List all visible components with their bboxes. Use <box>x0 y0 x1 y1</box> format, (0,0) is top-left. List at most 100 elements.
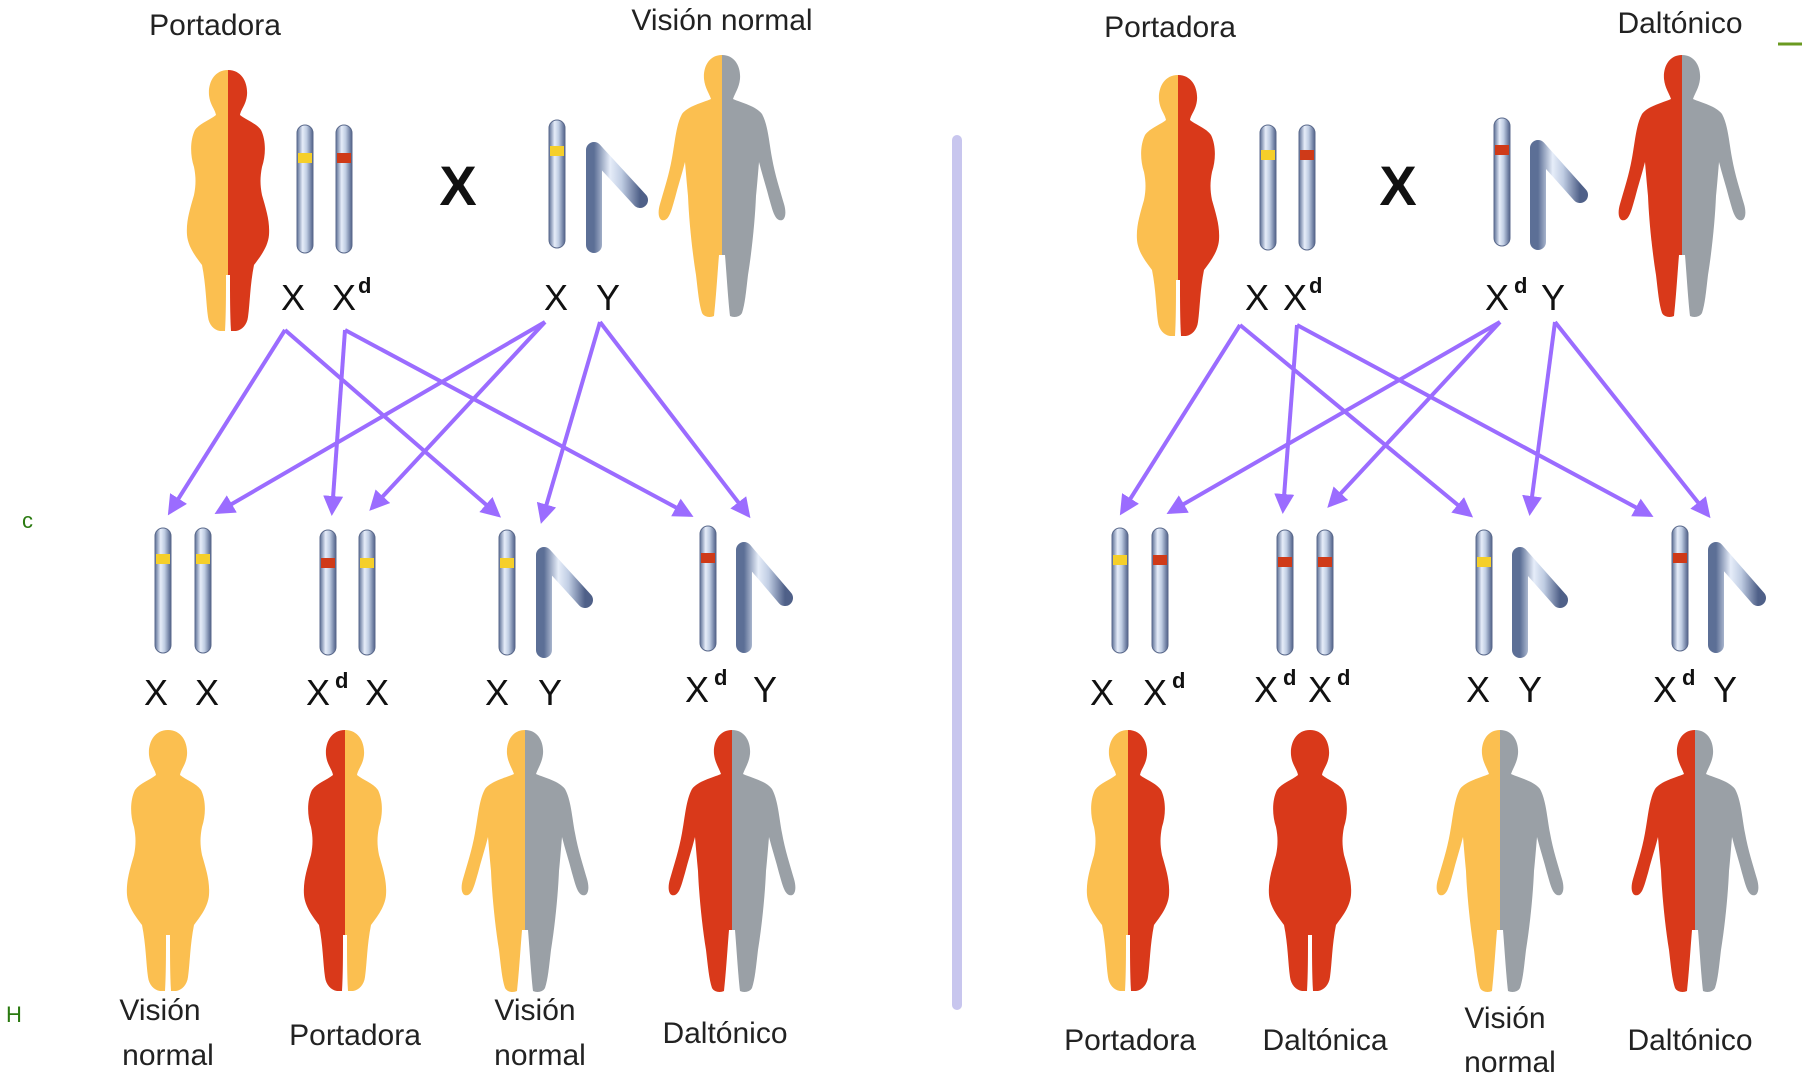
offspring-figure <box>461 730 589 992</box>
chromosome-x <box>1276 529 1294 656</box>
allele-normal-band <box>1261 150 1275 160</box>
genotype-letter: X <box>1466 669 1490 710</box>
genotype-superscript: d <box>1283 665 1296 690</box>
left-father-figure <box>658 55 786 317</box>
allele-mutant-band <box>701 553 715 563</box>
chromosome-y <box>536 547 593 658</box>
genotype-letter: X <box>1485 277 1509 318</box>
chromosome-x <box>1151 527 1169 654</box>
right-mother-genotype: X X d <box>1245 273 1322 318</box>
allele-normal-band <box>196 554 210 564</box>
left-offspring-3: X Y Visión normal <box>461 529 593 1072</box>
chromosome-y <box>586 142 648 253</box>
genotype-superscript: d <box>1337 665 1350 690</box>
allele-mutant-band <box>1300 150 1314 160</box>
chromosome-x <box>1475 529 1493 656</box>
arrow <box>1327 320 1502 508</box>
genotype-letter: Y <box>1541 277 1565 318</box>
chromosome-x <box>498 529 516 656</box>
chromosome-x <box>1493 117 1511 247</box>
offspring-figure <box>1086 730 1170 991</box>
offspring-label: normal <box>122 1039 214 1072</box>
offspring-figure <box>126 730 210 991</box>
arrow <box>369 320 547 511</box>
chromosome-x <box>1259 124 1277 251</box>
genotype-superscript: d <box>1514 273 1527 298</box>
left-mother-label: Portadora <box>149 9 281 42</box>
arrow <box>536 321 602 524</box>
right-mother-label: Portadora <box>1104 11 1236 44</box>
arrow <box>167 328 287 516</box>
edge-fragment-bottom: H <box>6 1002 22 1027</box>
offspring-figure <box>668 730 796 992</box>
genotype-letter: X <box>306 672 330 713</box>
allele-normal-band <box>298 153 312 163</box>
arrow <box>1238 323 1474 518</box>
left-cross-symbol: X <box>439 154 476 217</box>
allele-normal-band <box>1477 557 1491 567</box>
left-father-chromosomes <box>548 119 648 253</box>
allele-normal-band <box>500 558 514 568</box>
offspring-label: Visión <box>119 994 200 1027</box>
right-mother-chromosomes <box>1259 124 1316 251</box>
genotype-letter: X <box>195 672 219 713</box>
allele-normal-band <box>1113 555 1127 565</box>
offspring-figure <box>1268 730 1352 991</box>
chromosome-x <box>1671 525 1689 652</box>
offspring-label: normal <box>494 1039 586 1072</box>
arrow <box>1522 321 1557 516</box>
offspring-label: Daltónico <box>662 1017 787 1050</box>
right-panel: Portadora X X d X X d Y Daltónico <box>1064 7 1766 1079</box>
allele-mutant-band <box>1673 553 1687 563</box>
arrow <box>1553 320 1711 519</box>
offspring-label: normal <box>1464 1046 1556 1079</box>
allele-mutant-band <box>1153 555 1167 565</box>
offspring-label: Visión <box>1464 1002 1545 1035</box>
left-panel: Portadora X X d X X Y Visión normal <box>119 4 812 1072</box>
arrow <box>1119 323 1242 516</box>
chromosome-x <box>358 529 376 656</box>
left-mother-genotype: X X d <box>281 273 371 318</box>
arrow <box>1296 323 1654 517</box>
genotype-letter: X <box>1090 672 1114 713</box>
offspring-label: Portadora <box>289 1019 421 1052</box>
genotype-letter: Y <box>1518 669 1542 710</box>
chromosome-x <box>335 124 353 254</box>
left-father-genotype: X Y <box>544 277 620 318</box>
left-offspring-1: X X Visión normal <box>119 527 219 1072</box>
offspring-figure <box>1436 730 1564 992</box>
right-arrows <box>1119 320 1711 519</box>
right-cross-symbol: X <box>1379 154 1416 217</box>
chromosome-x <box>319 529 337 656</box>
genotype-superscript: d <box>335 668 348 693</box>
left-arrows <box>167 320 751 524</box>
genotype-letter: X <box>485 672 509 713</box>
offspring-figure <box>303 730 387 991</box>
offspring-label: Daltónico <box>1627 1024 1752 1057</box>
chromosome-y <box>1708 542 1766 653</box>
right-father-genotype: X d Y <box>1485 273 1565 318</box>
arrow <box>344 328 694 517</box>
genotype-letter: X <box>544 277 568 318</box>
genotype-letter: X <box>1653 669 1677 710</box>
chromosome-y <box>1530 140 1588 250</box>
genotype-letter: Y <box>596 277 620 318</box>
arrow <box>283 328 502 518</box>
allele-normal-band <box>156 554 170 564</box>
chromosome-y <box>736 542 793 653</box>
chromosome-x <box>154 527 172 654</box>
allele-normal-band <box>360 558 374 568</box>
chromosome-x <box>1298 124 1316 251</box>
left-mother-chromosomes <box>296 124 353 254</box>
offspring-label: Daltónica <box>1262 1024 1387 1057</box>
arrow <box>598 320 751 519</box>
genotype-letter: X <box>1143 672 1167 713</box>
chromosome-x <box>699 525 717 652</box>
genotype-letter: X <box>685 669 709 710</box>
allele-mutant-band <box>1495 145 1509 155</box>
genotype-letter: X <box>1254 669 1278 710</box>
chromosome-y <box>1512 547 1568 658</box>
genotype-letter: Y <box>538 672 562 713</box>
arrow <box>323 329 347 516</box>
